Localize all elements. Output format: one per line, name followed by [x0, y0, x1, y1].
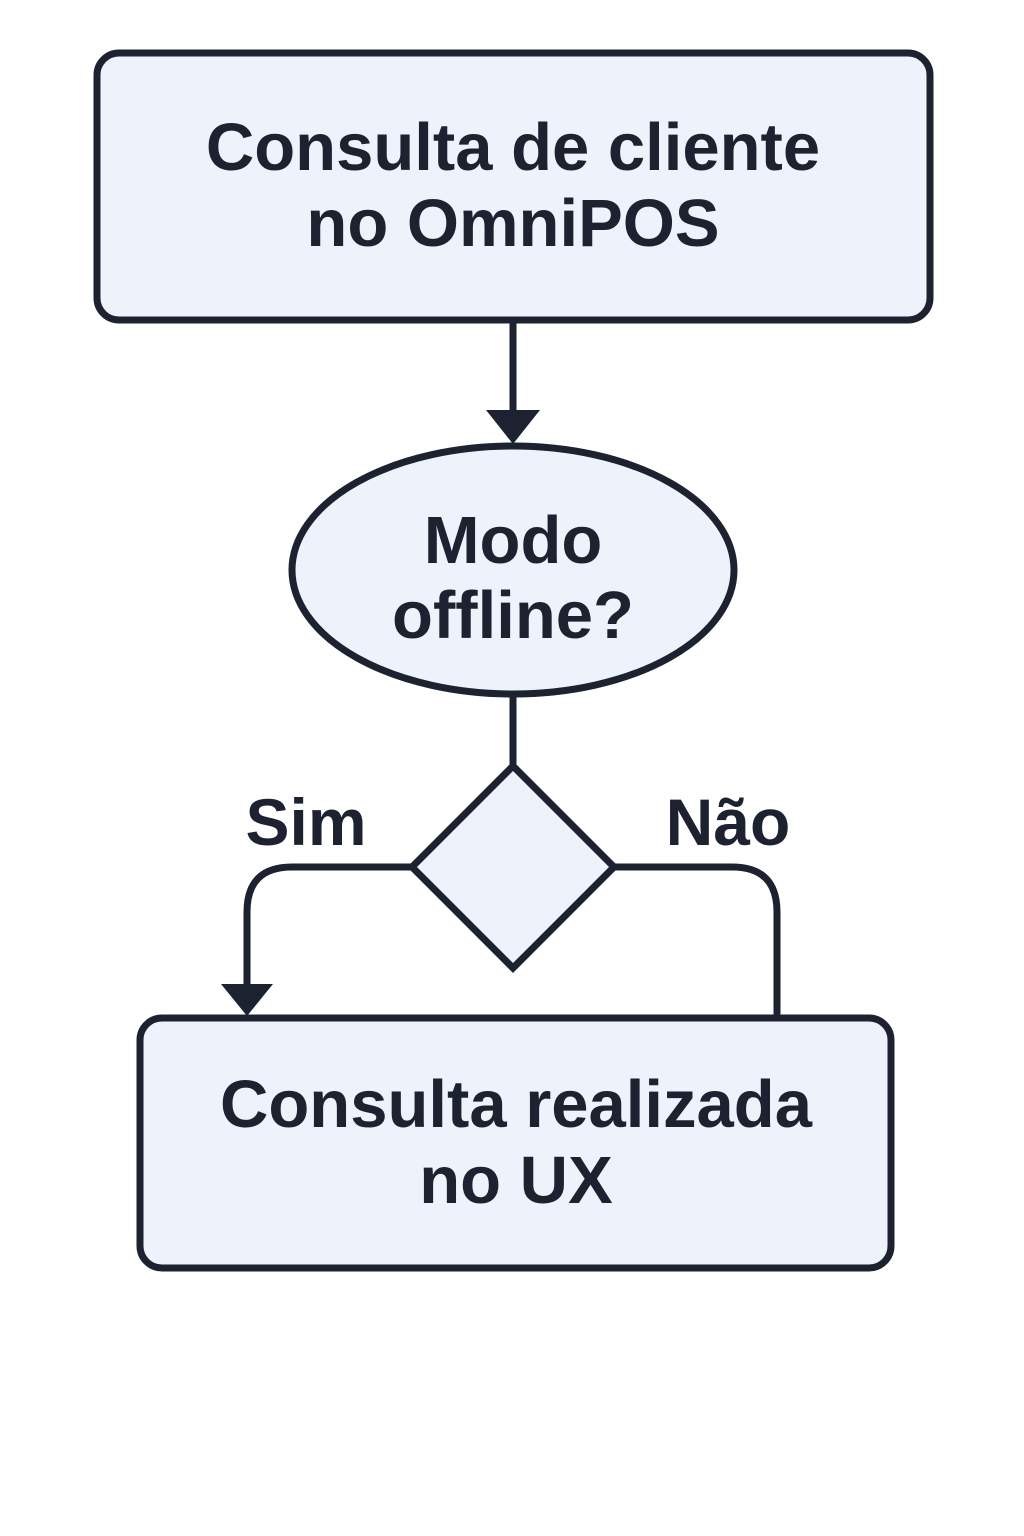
result-node-label-line2: no UX — [419, 1143, 613, 1218]
result-node — [136, 1014, 895, 1272]
edge-branch-no-path — [612, 863, 781, 1018]
decision-node-label-line1: Modo — [424, 503, 603, 578]
edge-branch-yes-path — [243, 863, 414, 986]
edge-start-to-decision — [486, 318, 540, 444]
decision-node — [288, 442, 738, 698]
result-node-label-line1: Consulta realizada — [220, 1067, 813, 1142]
branch-label-yes: Sim — [245, 785, 366, 859]
branch-diamond-node — [407, 761, 619, 973]
edge-branch-yes — [221, 863, 414, 1016]
decision-node-label-line2: offline? — [392, 578, 634, 653]
start-node-label-line1: Consulta de cliente — [206, 110, 820, 185]
arrowhead-down-icon — [221, 984, 273, 1016]
start-node — [93, 49, 934, 324]
branch-label-no: Não — [666, 785, 791, 859]
start-node-label-line2: no OmniPOS — [306, 186, 719, 261]
arrowhead-down-icon — [486, 410, 540, 444]
